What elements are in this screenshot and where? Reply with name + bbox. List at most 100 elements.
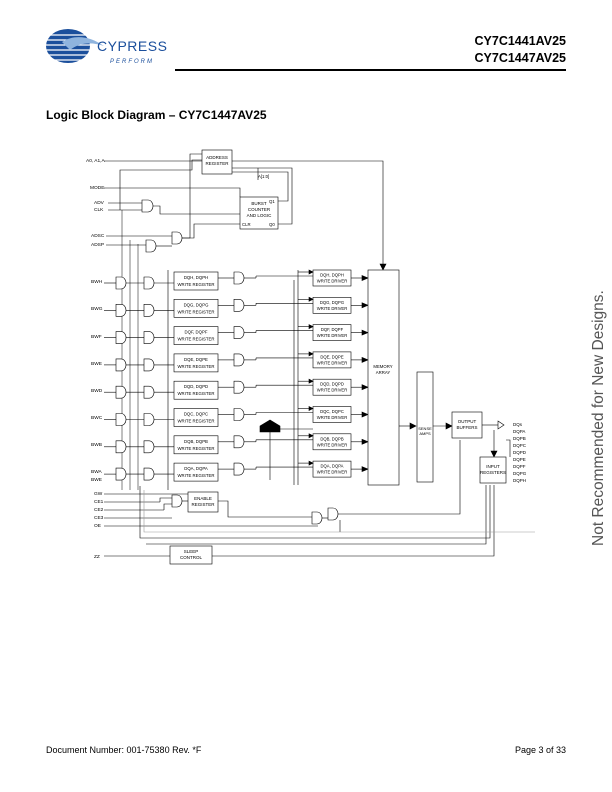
write-register-sub-0: WRITE REGISTER <box>177 282 214 287</box>
bw-gate-7 <box>115 467 127 481</box>
write-driver-sub-4: WRITE DRIVER <box>317 388 347 393</box>
write-register-box-2 <box>173 326 219 345</box>
write-register-label-0: DQH, DQPH <box>184 275 208 280</box>
write-driver-label-4: DQD, DQPD <box>320 382 344 387</box>
bw-gate-4 <box>115 385 127 399</box>
enable-register-label-2: REGISTER <box>191 502 215 507</box>
write-driver-label-3: DQE, DQPE <box>320 354 343 359</box>
label-mode: MODE <box>90 185 104 191</box>
write-register-label-3: DQE, DQPE <box>184 357 208 362</box>
burst-counter-label-1: BURST <box>251 201 267 206</box>
write-driver-sub-2: WRITE DRIVER <box>317 333 347 338</box>
write-register-box-5 <box>173 408 219 427</box>
label-bwd: BWD <box>91 388 103 394</box>
label-bwh: BWH <box>91 279 103 285</box>
byte-enable-gate-5 <box>143 413 155 426</box>
burst-counter-box <box>239 196 279 230</box>
addr-bus-label: A[1:0] <box>258 174 269 179</box>
write-mux-gate-3 <box>233 353 245 367</box>
write-register-sub-3: WRITE REGISTER <box>177 364 214 369</box>
byte-enable-gate-0 <box>143 276 155 290</box>
write-driver-label-7: DQA, DQPA <box>321 464 344 469</box>
bw-gate-2 <box>115 331 127 344</box>
label-bwg: BWG <box>91 306 103 312</box>
burst-counter-label-2: COUNTER <box>248 207 271 212</box>
address-register-box <box>201 149 233 175</box>
write-mux-gate-0 <box>233 271 245 285</box>
document-number: Document Number: 001-75380 Rev. *F <box>46 745 202 755</box>
write-register-label-4: DQD, DQPD <box>184 384 208 389</box>
memory-array-label-1: MEMORY <box>373 364 392 369</box>
address-register-label-1: ADDRESS <box>206 155 228 160</box>
out-dqpb: DQPB <box>513 436 526 441</box>
write-driver-sub-5: WRITE DRIVER <box>317 415 347 420</box>
side-note: Not Recommended for New Designs. <box>583 250 612 550</box>
write-register-sub-4: WRITE REGISTER <box>177 391 214 396</box>
burst-q0: Q0 <box>269 222 275 227</box>
write-mux-gate-5 <box>233 408 245 421</box>
label-bwa: BWA <box>91 469 103 475</box>
write-register-box-3 <box>173 353 219 373</box>
label-bwc: BWC <box>91 415 103 421</box>
out-dqs: DQs <box>513 422 523 427</box>
sleep-control-label-1: SLEEP <box>184 549 199 554</box>
write-register-sub-2: WRITE REGISTER <box>177 337 214 342</box>
logo-tagline: PERFORM <box>110 59 154 65</box>
label-address: A0, A1,A <box>86 158 105 164</box>
enable-register-box <box>187 491 219 513</box>
part-number-1: CY7C1441AV25 <box>474 34 567 48</box>
write-register-sub-1: WRITE REGISTER <box>177 309 214 314</box>
out-dqpg: DQPG <box>513 471 527 476</box>
out-dqpe: DQPE <box>513 457 526 462</box>
burst-q1: Q1 <box>269 199 275 204</box>
bw-gate-1 <box>115 304 127 317</box>
label-adsp: ADSP <box>91 242 104 248</box>
byte-enable-gate-6 <box>143 440 155 454</box>
header-rule <box>175 69 566 71</box>
label-zz: ZZ <box>94 554 100 560</box>
write-register-box-0 <box>173 271 219 291</box>
write-driver-sub-3: WRITE DRIVER <box>317 360 347 365</box>
write-register-label-6: DQB, DQPB <box>184 439 208 444</box>
label-adsc: ADSC <box>91 233 105 239</box>
label-ce1: CE1 <box>94 499 104 505</box>
input-registers-label-2: REGISTERS <box>480 470 506 475</box>
sense-amps-label-2: AMPS <box>419 431 431 436</box>
write-register-box-1 <box>173 299 219 318</box>
input-registers-box <box>479 456 507 484</box>
byte-enable-gate-2 <box>143 331 155 344</box>
write-mux-gate-2 <box>233 326 245 339</box>
write-register-box-4 <box>173 380 219 400</box>
burst-clr: CLR <box>242 222 251 227</box>
write-mux-gate-7 <box>233 462 245 476</box>
output-buffers-box <box>451 411 483 439</box>
memory-array-box <box>367 269 400 486</box>
burst-counter-label-3: AND LOGIC <box>247 213 273 218</box>
byte-enable-gate-3 <box>143 358 155 372</box>
part-number-2: CY7C1447AV25 <box>474 51 567 65</box>
label-ce3: CE3 <box>94 515 104 521</box>
section-title: Logic Block Diagram – CY7C1447AV25 <box>46 108 267 122</box>
write-driver-sub-1: WRITE DRIVER <box>317 306 347 311</box>
bw-gate-6 <box>115 440 127 454</box>
out-dqpd: DQPD <box>513 450 527 455</box>
write-register-label-1: DQG, DQPG <box>184 302 209 307</box>
write-driver-sub-7: WRITE DRIVER <box>317 470 347 475</box>
out-dqpa: DQPA <box>513 429 525 434</box>
sense-amps-label-1: SENSE <box>418 426 432 431</box>
out-dqpc: DQPC <box>513 443 527 448</box>
label-adv: ADV <box>94 200 105 206</box>
cypress-logo: CYPRESS PERFORM <box>44 26 174 78</box>
write-driver-label-0: DQH, DQPH <box>320 273 344 278</box>
address-register-label-2: REGISTER <box>205 161 229 166</box>
byte-enable-gate-1 <box>143 304 155 317</box>
write-register-label-2: DQF, DQPF <box>185 330 208 335</box>
label-gw: GW <box>94 491 103 497</box>
memory-array-label-2: ARRAY <box>376 370 391 375</box>
byte-enable-gate-4 <box>143 385 155 399</box>
write-mux-gate-1 <box>233 299 245 312</box>
label-oe: OE <box>94 523 101 529</box>
byte-enable-gate-7 <box>143 467 155 481</box>
write-register-sub-5: WRITE REGISTER <box>177 419 214 424</box>
write-driver-label-2: DQF, DQPF <box>321 327 344 332</box>
